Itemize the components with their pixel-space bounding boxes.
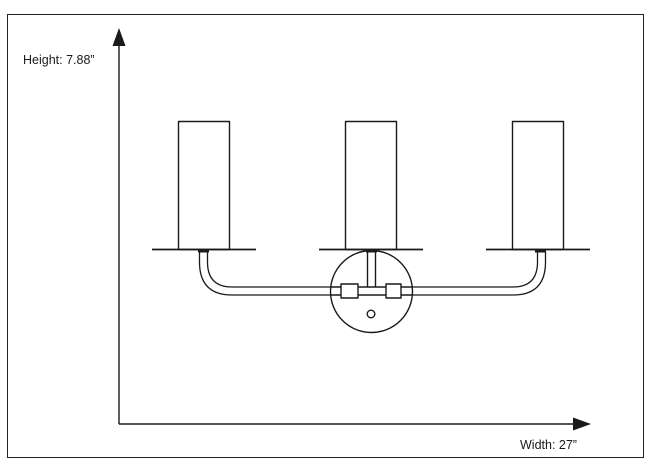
lamp-left-shade	[177, 120, 231, 251]
height-arrowhead-icon	[112, 28, 126, 46]
lamp-left-socket	[198, 249, 209, 253]
left-arm-inner	[206, 252, 341, 288]
lamp-right	[486, 120, 590, 253]
mounting-screw-hole	[366, 309, 376, 319]
width-axis	[119, 417, 591, 431]
width-dimension-label: Width: 27”	[520, 438, 577, 452]
height-dimension-label: Height: 7.88”	[23, 53, 95, 67]
left-arm-outer	[198, 252, 341, 296]
left-arm-coupler	[340, 283, 359, 299]
right-arm-outer	[401, 252, 547, 296]
lamp-center-shade	[344, 120, 398, 251]
right-arm-coupler	[385, 283, 402, 299]
lamp-left	[152, 120, 256, 253]
lamp-center-socket	[366, 249, 377, 253]
lamp-right-socket	[535, 249, 546, 253]
height-axis	[112, 28, 126, 424]
width-arrowhead-icon	[573, 417, 591, 431]
lamp-right-shade	[511, 120, 565, 251]
right-arm-inner	[401, 252, 539, 288]
lamp-center	[319, 120, 423, 253]
